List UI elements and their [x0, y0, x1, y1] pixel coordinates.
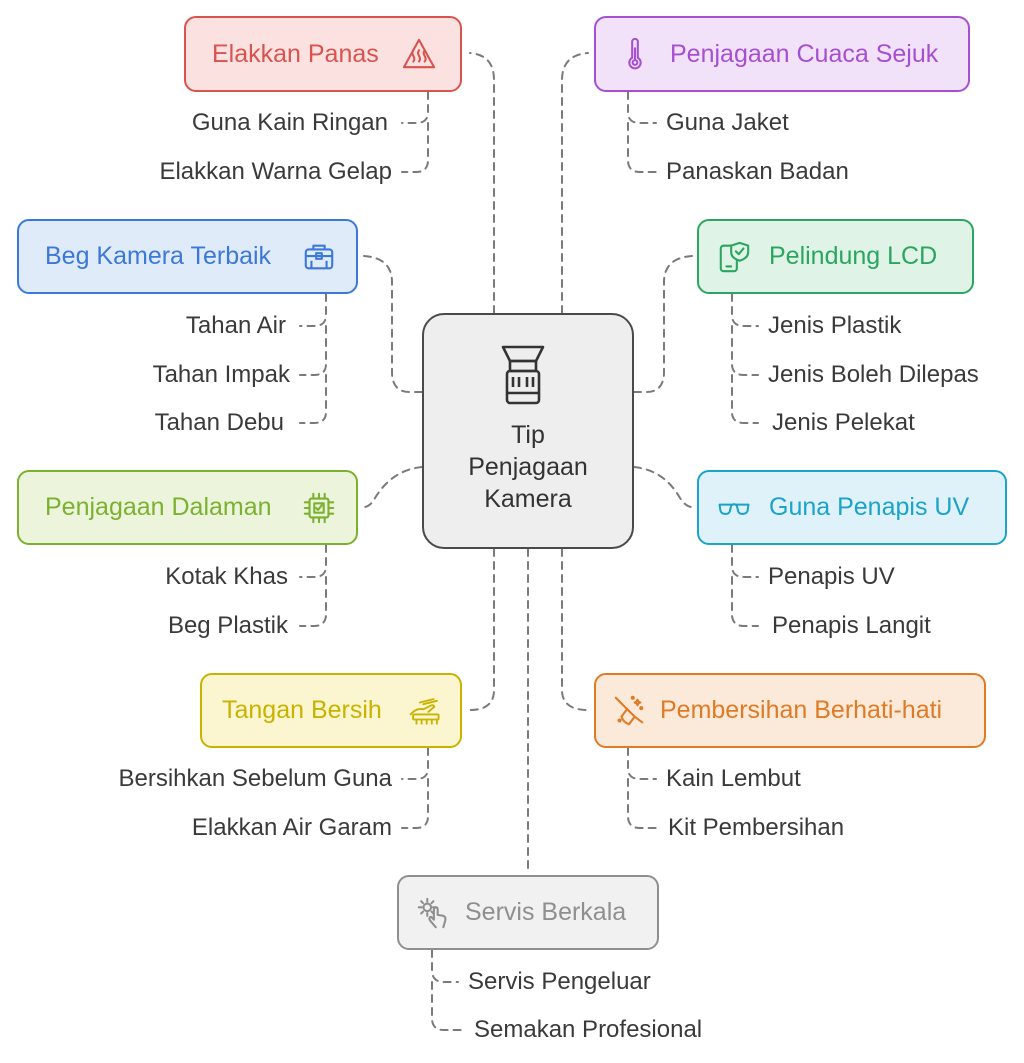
leaf-bersihkan-sebelum-guna: Bersihkan Sebelum Guna: [118, 765, 393, 792]
glasses-icon: [715, 489, 753, 527]
leaf-tahan-debu: Tahan Debu: [154, 409, 284, 436]
branch-tangan-bersih[interactable]: Tangan Bersih: [200, 673, 462, 748]
branch-label: Elakkan Panas: [212, 39, 379, 68]
camera-lens-icon: [498, 343, 558, 413]
leaf-elakkan-warna-gelap: Elakkan Warna Gelap: [159, 158, 392, 185]
leaf-guna-jaket: Guna Jaket: [666, 109, 789, 136]
branch-label: Pelindung LCD: [769, 242, 938, 270]
center-title: Tip Penjagaan Kamera: [468, 421, 588, 513]
leaf-beg-plastik: Beg Plastik: [167, 612, 288, 639]
thermometer-icon: [616, 35, 654, 73]
leaf-jenis-pelekat: Jenis Pelekat: [772, 409, 915, 436]
leaf-elakkan-air-garam: Elakkan Air Garam: [191, 814, 392, 841]
leaf-jenis-boleh-dilepas: Jenis Boleh Dilepas: [768, 361, 979, 388]
leaf-kit-pembersihan: Kit Pembersihan: [668, 814, 845, 841]
branch-penjagaan-cuaca-sejuk[interactable]: Penjagaan Cuaca Sejuk: [594, 16, 970, 92]
branch-label: Penjagaan Dalaman: [45, 493, 272, 521]
leaf-servis-pengeluar: Servis Pengeluar: [468, 968, 651, 995]
leaf-tahan-air: Tahan Air: [185, 312, 286, 339]
leaf-kotak-khas: Kotak Khas: [165, 563, 288, 590]
phone-shield-icon: [715, 238, 753, 276]
branch-pembersihan-berhati-hati[interactable]: Pembersihan Berhati-hati: [594, 673, 986, 748]
branch-label: Penjagaan Cuaca Sejuk: [670, 39, 939, 68]
hot-surface-warning-icon: [400, 35, 438, 73]
chip-icon: [300, 489, 338, 527]
leaf-penapis-langit: Penapis Langit: [772, 612, 931, 639]
branch-penjagaan-dalaman[interactable]: Penjagaan Dalaman: [17, 470, 358, 545]
leaf-tahan-impak: Tahan Impak: [152, 361, 290, 388]
leaf-kain-lembut: Kain Lembut: [666, 765, 801, 792]
branch-elakkan-panas[interactable]: Elakkan Panas: [184, 16, 462, 92]
gear-hand-icon: [413, 894, 451, 932]
camera-bag-icon: [300, 238, 338, 276]
branch-pelindung-lcd[interactable]: Pelindung LCD: [697, 219, 974, 294]
leaf-jenis-plastik: Jenis Plastik: [768, 312, 902, 339]
broom-icon: [610, 692, 648, 730]
branch-label: Servis Berkala: [465, 898, 627, 926]
branch-servis-berkala[interactable]: Servis Berkala: [397, 875, 659, 950]
leaf-guna-kain-ringan: Guna Kain Ringan: [191, 109, 388, 136]
branch-guna-penapis-uv[interactable]: Guna Penapis UV: [697, 470, 1007, 545]
branch-label: Tangan Bersih: [222, 696, 382, 724]
center-node: Tip Penjagaan Kamera: [422, 313, 634, 549]
leaf-panaskan-badan: Panaskan Badan: [666, 158, 849, 185]
branch-label: Guna Penapis UV: [769, 493, 970, 521]
branch-label: Beg Kamera Terbaik: [45, 242, 272, 270]
leaf-penapis-uv: Penapis UV: [768, 563, 895, 590]
branch-label: Pembersihan Berhati-hati: [660, 696, 943, 724]
hand-brush-icon: [406, 692, 444, 730]
branch-beg-kamera-terbaik[interactable]: Beg Kamera Terbaik: [17, 219, 358, 294]
leaf-semakan-profesional: Semakan Profesional: [474, 1016, 703, 1043]
